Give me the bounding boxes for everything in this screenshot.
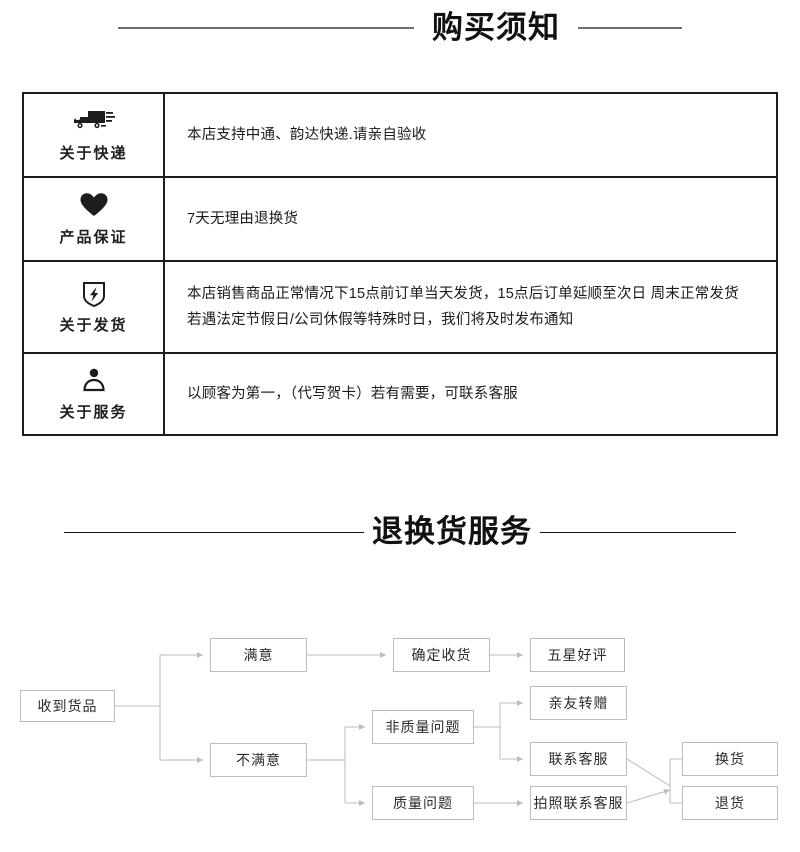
flow-node-refund[interactable]: 退货 [682, 786, 778, 820]
table-row: 关于发货 本店销售商品正常情况下15点前订单当天发货，15点后订单延顺至次日 周… [22, 260, 778, 354]
notice-icon-label: 产品保证 [59, 228, 128, 246]
table-row: 关于快递 本店支持中通、韵达快递.请亲自验收 [22, 92, 778, 178]
flow-node-unsatisfied[interactable]: 不满意 [210, 743, 307, 777]
return-process-flowchart: 收到货品 满意 确定收货 五星好评 不满意 非质量问题 质量问题 亲友转赠 联系… [0, 600, 800, 852]
flow-node-photo-contact[interactable]: 拍照联系客服 [530, 786, 627, 820]
notice-text-line: 若遇法定节假日/公司休假等特殊时日，我们将及时发布通知 [187, 312, 574, 328]
flow-node-five-star[interactable]: 五星好评 [530, 638, 625, 672]
notice-icon-cell: 产品保证 [22, 176, 165, 262]
heading-rule-left [118, 27, 414, 29]
flow-node-contact[interactable]: 联系客服 [530, 742, 627, 776]
notice-icon-label: 关于服务 [59, 403, 128, 421]
page-title-purchase: 购买须知 [432, 10, 560, 46]
flowchart-connectors [115, 652, 682, 806]
table-row: 关于服务 以顾客为第一，（代写贺卡）若有需要，可联系客服 [22, 352, 778, 436]
heart-icon [24, 192, 163, 222]
notice-text-line: 本店支持中通、韵达快递.请亲自验收 [187, 127, 427, 143]
notice-text-cell: 7天无理由退换货 [163, 176, 778, 262]
section-heading-purchase: 购买须知 [0, 8, 800, 48]
notice-text-line: 本店销售商品正常情况下15点前订单当天发货，15点后订单延顺至次日 周末正常发货 [187, 286, 739, 302]
delivery-truck-icon [24, 108, 163, 138]
page-title-return: 退换货服务 [372, 514, 532, 550]
flow-node-received[interactable]: 收到货品 [20, 690, 115, 722]
notice-text-line: 7天无理由退换货 [187, 211, 299, 227]
notice-icon-label: 关于发货 [59, 316, 128, 334]
person-icon [24, 367, 163, 397]
shield-lightning-icon [24, 280, 163, 310]
flow-node-quality[interactable]: 质量问题 [372, 786, 474, 820]
notice-text-cell: 本店销售商品正常情况下15点前订单当天发货，15点后订单延顺至次日 周末正常发货… [163, 260, 778, 354]
heading-rule-right [540, 531, 736, 533]
flow-node-satisfied[interactable]: 满意 [210, 638, 307, 672]
flow-node-non-quality[interactable]: 非质量问题 [372, 710, 474, 744]
notice-icon-label: 关于快递 [59, 144, 128, 162]
flow-node-gift[interactable]: 亲友转赠 [530, 686, 627, 720]
heading-rule-right [578, 27, 682, 29]
notice-icon-cell: 关于服务 [22, 352, 165, 436]
notice-icon-cell: 关于快递 [22, 92, 165, 178]
notice-icon-cell: 关于发货 [22, 260, 165, 354]
section-heading-return: 退换货服务 [0, 512, 800, 552]
table-row: 产品保证 7天无理由退换货 [22, 176, 778, 262]
flow-node-confirm[interactable]: 确定收货 [393, 638, 490, 672]
heading-rule-left [64, 531, 364, 533]
notice-text-cell: 本店支持中通、韵达快递.请亲自验收 [163, 92, 778, 178]
flow-node-exchange[interactable]: 换货 [682, 742, 778, 776]
purchase-notice-table: 关于快递 本店支持中通、韵达快递.请亲自验收 产品保证 7天无理由退换货 [22, 92, 778, 436]
notice-text-line: 以顾客为第一，（代写贺卡）若有需要，可联系客服 [187, 386, 518, 402]
notice-text-cell: 以顾客为第一，（代写贺卡）若有需要，可联系客服 [163, 352, 778, 436]
